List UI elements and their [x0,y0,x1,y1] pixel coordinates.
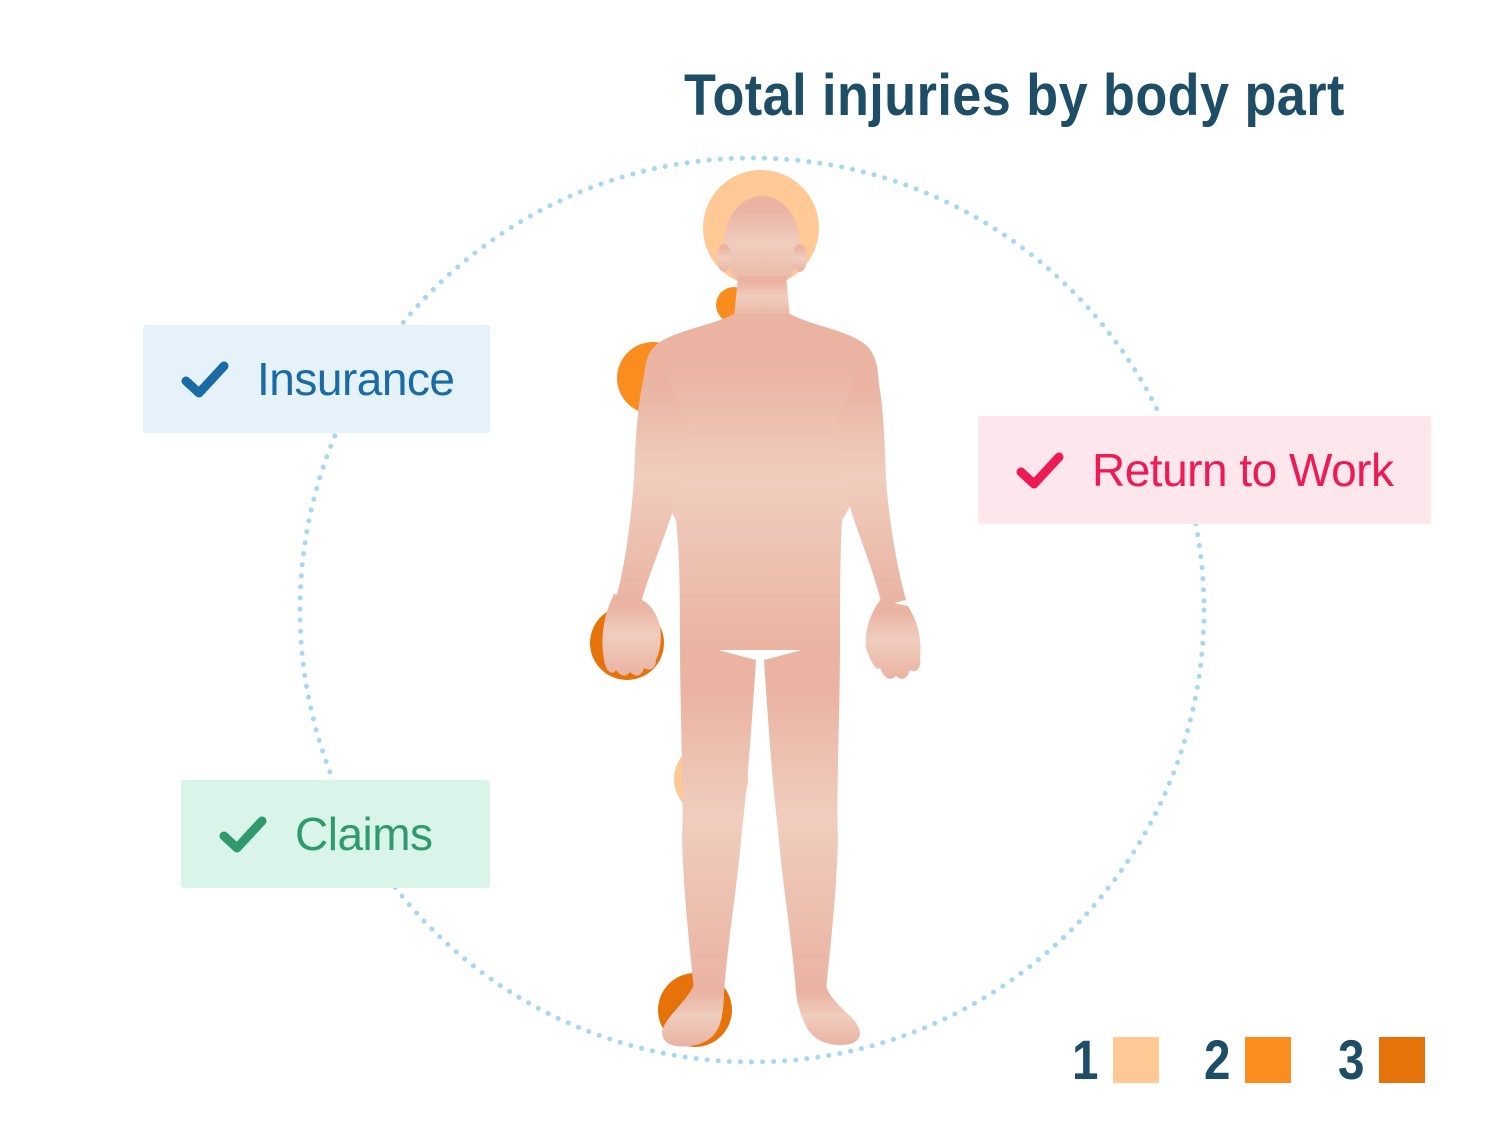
legend-swatch [1379,1037,1426,1083]
figure-arm-right [834,345,906,606]
figure-head [724,196,800,292]
checkmark-icon [1016,452,1064,489]
human-figure [602,196,921,1047]
chart-title: Total injuries by body part [684,63,1345,128]
legend-item-1: 1 [1072,1028,1160,1091]
checkmark-icon [181,361,229,398]
figure-ear-left [717,244,731,272]
claims-label: Claims [295,808,433,860]
checkmark-icon [219,816,267,853]
figure-hand-right [865,600,921,679]
figure-hand-left [602,594,661,676]
figure-torso [644,314,879,650]
figure-arm-left [616,345,690,606]
legend-item-3: 3 [1338,1028,1426,1091]
legend-swatch [1245,1037,1292,1083]
legend-swatch [1113,1037,1160,1083]
legend-label: 3 [1338,1028,1365,1091]
insurance-label: Insurance [257,353,455,405]
legend-item-2: 2 [1204,1028,1292,1091]
figure-foot-right [796,986,860,1046]
dotted-ring [297,155,1207,1065]
figure-ear-right [793,244,807,272]
claims-card[interactable]: Claims [181,780,490,888]
legend-label: 2 [1204,1028,1231,1091]
insurance-card[interactable]: Insurance [143,325,490,433]
figure-neck [734,276,790,318]
figure-foot-left [662,985,724,1047]
figure-leg-right [764,640,840,992]
return-to-work-label: Return to Work [1092,444,1394,496]
return-to-work-card[interactable]: Return to Work [978,416,1431,524]
figure-leg-left [680,640,756,992]
legend-label: 1 [1072,1028,1099,1091]
